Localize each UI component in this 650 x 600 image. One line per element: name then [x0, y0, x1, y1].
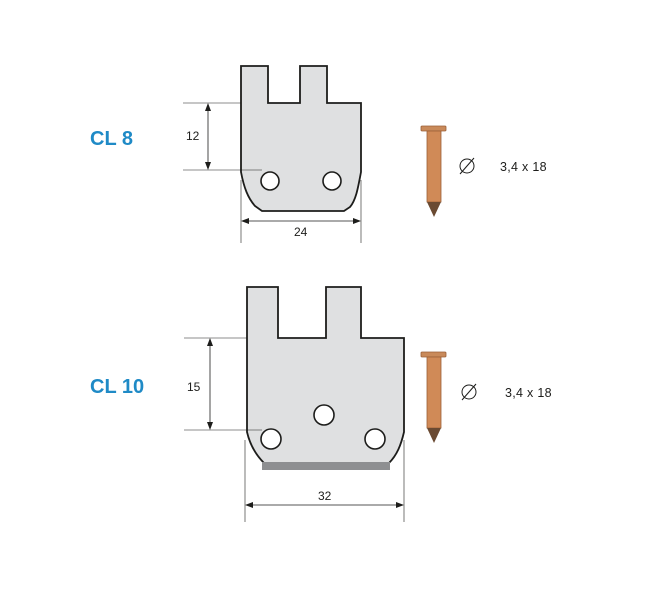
diameter-symbol-icon [461, 383, 477, 401]
cutting-edge [262, 462, 390, 470]
mounting-hole [313, 404, 335, 426]
part-label-cl10: CL 10 [90, 376, 144, 398]
height-value-cl8: 12 [186, 129, 200, 143]
width-value-cl10: 32 [318, 489, 332, 503]
nail-spec-cl8: 3,4 x 18 [500, 160, 547, 174]
height-dimension-cl10: 15 [184, 337, 262, 431]
height-dimension-cl8: 12 [183, 102, 262, 171]
diameter-symbol-icon [459, 157, 475, 175]
part-cl10: CL 10 15 32 [90, 286, 552, 522]
mounting-hole [260, 428, 282, 450]
width-value-cl8: 24 [294, 225, 308, 239]
knife-plate-cl8 [240, 65, 362, 212]
part-cl8: CL 8 12 24 [90, 65, 547, 243]
knife-plate-cl10 [246, 286, 405, 464]
width-dimension-cl8: 24 [240, 180, 362, 243]
mounting-hole [260, 171, 280, 191]
nail-spec-cl10: 3,4 x 18 [505, 386, 552, 400]
mounting-hole [364, 428, 386, 450]
height-value-cl10: 15 [187, 380, 201, 394]
copper-nail-icon [420, 351, 447, 443]
mounting-hole [322, 171, 342, 191]
width-dimension-cl10: 32 [244, 440, 405, 522]
copper-nail-icon [420, 125, 447, 217]
part-label-cl8: CL 8 [90, 128, 133, 150]
